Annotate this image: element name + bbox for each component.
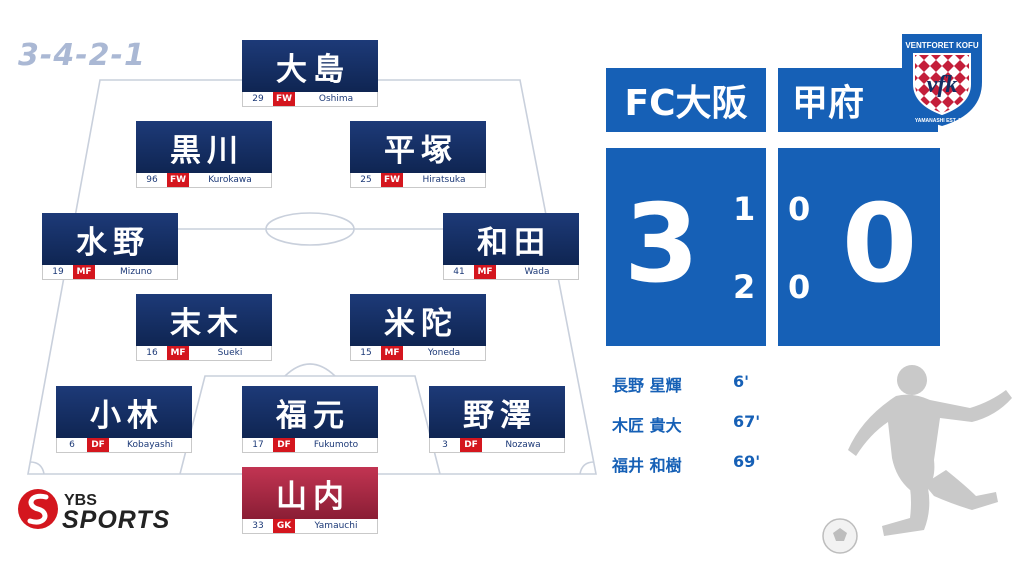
goal-minute: 6' xyxy=(733,372,750,391)
player-name: 黒川 xyxy=(136,121,272,173)
player-name: 小林 xyxy=(56,386,192,438)
position-badge: DF xyxy=(87,438,109,452)
position-badge: FW xyxy=(273,92,295,106)
player-romaji: Fukumoto xyxy=(313,440,359,450)
player-number: 3 xyxy=(442,440,448,450)
player-number: 41 xyxy=(453,267,465,277)
player-romaji: Yamauchi xyxy=(314,521,358,531)
crest-top-text: VENTFORET KOFU xyxy=(905,41,979,50)
player-romaji: Kurokawa xyxy=(208,175,252,185)
player-number: 33 xyxy=(252,521,264,531)
home-score-box xyxy=(606,148,766,346)
player-card-wada[interactable]: 和田 41 MF Wada xyxy=(443,213,579,281)
player-card-kurokawa[interactable]: 黒川 96 FW Kurokawa xyxy=(136,121,272,189)
player-card-sueki[interactable]: 末木 16 MF Sueki xyxy=(136,294,272,362)
position-badge: FW xyxy=(167,173,189,187)
player-name: 末木 xyxy=(136,294,272,346)
player-romaji: Mizuno xyxy=(120,267,152,277)
position-badge: MF xyxy=(381,346,403,360)
ybs-sports-logo: YBS SPORTS xyxy=(18,489,170,534)
scorer-name: 長野 星輝 xyxy=(612,376,682,395)
position-badge: DF xyxy=(460,438,482,452)
player-number: 16 xyxy=(146,348,158,358)
player-name: 平塚 xyxy=(350,121,486,173)
player-card-mizuno[interactable]: 水野 19 MF Mizuno xyxy=(42,213,178,281)
player-romaji: Hiratsuka xyxy=(422,175,466,185)
player-name: 福元 xyxy=(242,386,378,438)
position-badge: DF xyxy=(273,438,295,452)
player-number: 29 xyxy=(252,94,264,104)
player-card-nozawa[interactable]: 野澤 3 DF Nozawa xyxy=(429,386,565,454)
scorer-name: 福井 和樹 xyxy=(612,456,682,475)
player-romaji: Yoneda xyxy=(427,348,461,358)
crest-initials: vfk xyxy=(927,72,958,98)
player-number: 15 xyxy=(360,348,372,358)
away-score: 0 xyxy=(842,182,918,307)
player-name: 水野 xyxy=(42,213,178,265)
player-romaji: Nozawa xyxy=(505,440,541,450)
ventforet-kofu-crest: VENTFORET KOFU vfk YAMANASHI EST. 1965 xyxy=(902,34,982,126)
home-second-half-score: 2 xyxy=(733,268,756,306)
player-romaji: Oshima xyxy=(318,94,354,104)
player-card-hiratsuka[interactable]: 平塚 25 FW Hiratsuka xyxy=(350,121,486,189)
broadcaster-mark: YBS xyxy=(64,492,97,509)
scorer-name: 木匠 貴大 xyxy=(612,416,682,435)
player-name: 大島 xyxy=(242,40,378,92)
away-second-half-score: 0 xyxy=(788,268,811,306)
away-score-box xyxy=(778,148,940,346)
player-romaji: Kobayashi xyxy=(127,440,173,450)
home-score: 3 xyxy=(624,182,700,307)
away-first-half-score: 0 xyxy=(788,190,811,228)
player-number: 19 xyxy=(52,267,64,277)
player-card-yamauchi[interactable]: 山内 33 GK Yamauchi xyxy=(242,467,378,535)
scorer-row: 木匠 貴大 67' xyxy=(612,412,760,436)
home-first-half-score: 1 xyxy=(733,190,756,228)
scorer-row: 長野 星輝 6' xyxy=(612,372,749,396)
goal-minute: 67' xyxy=(733,412,761,431)
position-badge: MF xyxy=(167,346,189,360)
home-team-name: FC大阪 xyxy=(606,68,766,132)
player-name: 山内 xyxy=(242,467,378,519)
player-number: 17 xyxy=(252,440,264,450)
player-number: 25 xyxy=(360,175,372,185)
player-card-oshima[interactable]: 大島 29 FW Oshima xyxy=(242,40,378,108)
position-badge: MF xyxy=(73,265,95,279)
position-badge: FW xyxy=(381,173,403,187)
player-name: 米陀 xyxy=(350,294,486,346)
crest-bottom-text: YAMANASHI EST. 1965 xyxy=(915,118,969,124)
player-card-kobayashi[interactable]: 小林 6 DF Kobayashi xyxy=(56,386,192,454)
broadcaster-word: SPORTS xyxy=(62,506,170,534)
player-number: 96 xyxy=(146,175,158,185)
position-badge: MF xyxy=(474,265,496,279)
player-number: 6 xyxy=(69,440,75,450)
player-name: 野澤 xyxy=(429,386,565,438)
footballer-silhouette xyxy=(822,365,1012,554)
player-card-yoneda[interactable]: 米陀 15 MF Yoneda xyxy=(350,294,486,362)
formation-label: 3-4-2-1 xyxy=(18,38,146,73)
position-badge: GK xyxy=(273,519,295,533)
scorer-row: 福井 和樹 69' xyxy=(612,452,760,476)
player-romaji: Sueki xyxy=(217,348,243,358)
player-card-fukumoto[interactable]: 福元 17 DF Fukumoto xyxy=(242,386,378,454)
player-romaji: Wada xyxy=(524,267,550,277)
goal-minute: 69' xyxy=(733,452,761,471)
player-name: 和田 xyxy=(443,213,579,265)
